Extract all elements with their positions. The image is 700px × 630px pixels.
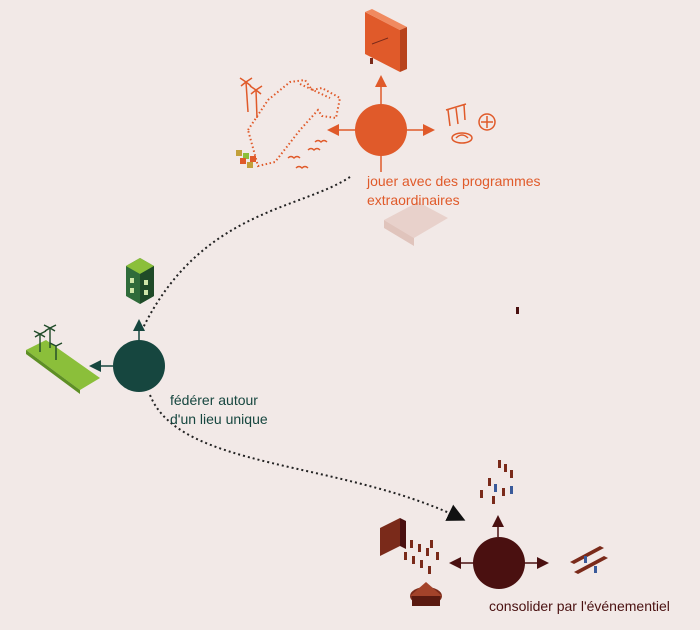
benches-icon	[570, 546, 608, 574]
node-federer	[89, 319, 165, 392]
palm-trees-icon	[239, 77, 263, 119]
label-consolider: consolider par l'événementiel	[489, 598, 670, 614]
node-consolider	[449, 515, 549, 589]
node-jouer-circle	[355, 104, 407, 156]
wall-panel-icon	[365, 9, 407, 72]
crowd-top-icon	[480, 460, 513, 504]
connector-jouer-federer	[141, 176, 351, 331]
label-jouer: jouer avec des programmes extraordinaire…	[367, 173, 541, 208]
node-federer-circle	[113, 340, 165, 392]
stray-mark	[516, 307, 519, 314]
building-icon	[126, 258, 154, 304]
market-stalls-icon	[236, 150, 256, 168]
birds-icon	[287, 139, 328, 169]
label-federer: fédérer autour d'un lieu unique	[170, 392, 268, 427]
park-lawn-icon	[26, 324, 100, 394]
dotted-site-outline-icon	[246, 78, 342, 168]
carousel-tent-icon	[410, 582, 442, 606]
stage-crowd-icon	[380, 518, 439, 574]
node-jouer	[327, 75, 435, 172]
node-consolider-circle	[473, 537, 525, 589]
playground-icon	[445, 103, 496, 144]
ghost-grid-icon	[384, 202, 448, 246]
